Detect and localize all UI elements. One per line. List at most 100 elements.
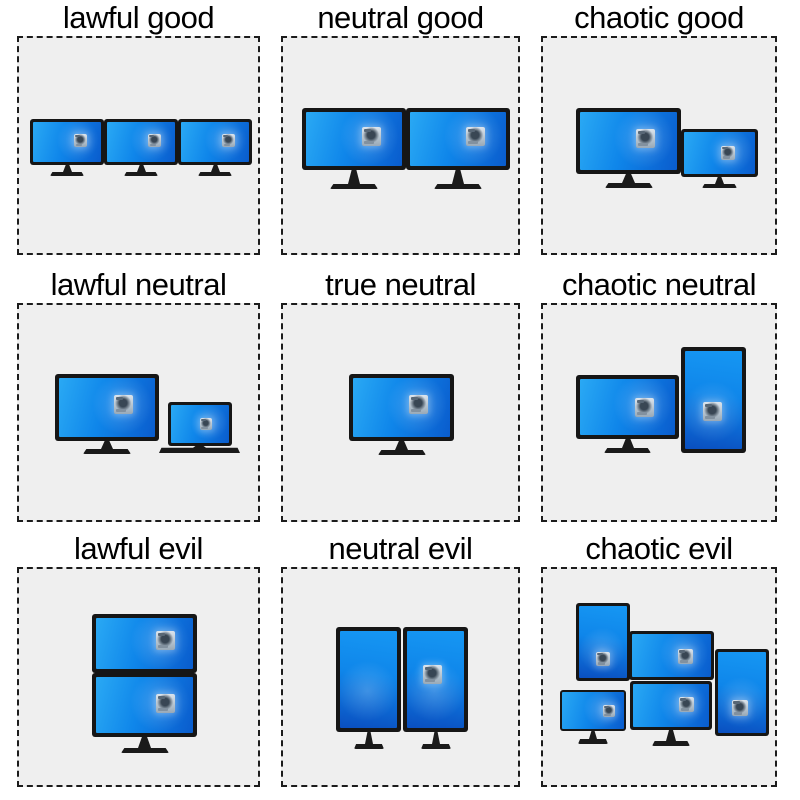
alignment-cell-neutral-good: neutral good (281, 0, 520, 255)
monitor-stand-neck (589, 731, 597, 739)
monitor-laptop (168, 402, 232, 446)
monitor-screen (718, 652, 766, 733)
alignment-cell-chaotic-neutral: chaotic neutral (541, 267, 777, 522)
monitor-screen (632, 634, 711, 677)
monitor-screen (33, 122, 101, 162)
monitor-landscape (349, 374, 454, 441)
monitor-screen (181, 122, 249, 162)
monitor-stand-neck (63, 165, 72, 172)
monitor-screen (59, 378, 155, 437)
monitor-screen (580, 379, 675, 435)
alignment-label: lawful evil (74, 531, 203, 566)
monitor-screen (685, 351, 742, 449)
monitor-stand-base (198, 172, 232, 176)
monitor-stand-base (605, 183, 653, 188)
monitor-screen (107, 122, 175, 162)
laptop-base (159, 446, 240, 453)
alignment-cell-chaotic-evil: chaotic evil (541, 531, 777, 787)
monitor-portrait (715, 649, 769, 736)
monitor-stand-neck (622, 439, 634, 448)
wallpaper-face-icon (678, 649, 693, 664)
monitor-stand-base (604, 448, 651, 453)
wallpaper-face-icon (74, 134, 87, 147)
monitor-landscape (92, 614, 197, 673)
alignment-label: true neutral (325, 267, 476, 302)
monitor-stand-base (421, 744, 451, 749)
monitor-landscape (576, 108, 681, 174)
monitor-stand-neck (452, 170, 464, 184)
alignment-label: lawful good (62, 0, 215, 35)
wallpaper-face-icon (148, 134, 161, 147)
monitor-screen (410, 112, 506, 166)
alignment-cell-lawful-evil: lawful evil (17, 531, 260, 787)
wallpaper-face-icon (200, 418, 212, 430)
alignment-label: lawful neutral (50, 267, 227, 302)
monitor-screen (684, 132, 755, 174)
wallpaper-face-icon (409, 395, 428, 414)
monitor-stand-base (378, 450, 426, 455)
monitor-stand-base (578, 739, 608, 744)
monitor-stand-neck (622, 174, 635, 183)
wallpaper-face-icon (362, 127, 381, 146)
monitor-stand-neck (348, 170, 360, 184)
monitor-landscape (560, 690, 626, 731)
monitor-stand-neck (365, 732, 373, 744)
monitor-landscape (104, 119, 178, 165)
monitor-screen (96, 618, 193, 669)
monitor-stand-neck (666, 730, 676, 741)
monitor-stand-neck (101, 441, 113, 449)
wallpaper-face-icon (703, 402, 722, 421)
monitor-stand-neck (138, 737, 151, 748)
wallpaper-face-icon (635, 398, 654, 417)
monitor-stand-base (330, 184, 378, 189)
monitor-landscape (92, 673, 197, 737)
monitor-stand-base (83, 449, 131, 454)
alignment-label: chaotic neutral (561, 267, 757, 302)
alignment-cell-chaotic-good: chaotic good (541, 0, 777, 255)
monitor-stand-base (50, 172, 84, 176)
alignment-cell-box (541, 36, 777, 255)
monitor-stand-base (434, 184, 482, 189)
wallpaper-face-icon (114, 395, 133, 414)
alignment-cell-box (17, 303, 260, 522)
monitor-stand-base (702, 184, 737, 188)
alignment-cell-box (281, 303, 520, 522)
monitor-portrait (576, 603, 630, 681)
monitor-landscape (629, 631, 714, 680)
monitor-landscape (55, 374, 159, 441)
wallpaper-face-icon (156, 631, 175, 650)
wallpaper-face-icon (636, 129, 655, 148)
monitor-landscape (576, 375, 679, 439)
monitor-landscape (30, 119, 104, 165)
monitor-landscape (406, 108, 510, 170)
monitor-landscape (302, 108, 406, 170)
alignment-label: chaotic good (574, 0, 744, 35)
alignment-cell-lawful-good: lawful good (17, 0, 260, 255)
wallpaper-face-icon (603, 705, 615, 717)
monitor-stand-neck (715, 177, 724, 184)
wallpaper-face-icon (156, 694, 175, 713)
monitor-screen (579, 606, 627, 678)
monitor-landscape (178, 119, 252, 165)
wallpaper-face-icon (596, 652, 610, 666)
monitor-stand-neck (432, 732, 440, 744)
alignment-cell-box (541, 567, 777, 787)
monitor-screen (633, 684, 709, 727)
wallpaper-face-icon (466, 127, 485, 146)
alignment-cell-box (541, 303, 777, 522)
alignment-label: chaotic evil (585, 531, 733, 566)
monitor-screen (580, 112, 677, 170)
monitor-screen (96, 677, 193, 733)
alignment-cell-box (17, 567, 260, 787)
alignment-cell-lawful-neutral: lawful neutral (17, 267, 260, 522)
wallpaper-face-icon (679, 697, 694, 712)
alignment-label: neutral evil (328, 531, 473, 566)
monitor-stand-neck (137, 165, 146, 172)
wallpaper-face-icon (423, 665, 442, 684)
alignment-cell-box (281, 567, 520, 787)
alignment-cell-box (17, 36, 260, 255)
alignment-cell-true-neutral: true neutral (281, 267, 520, 522)
monitor-stand-base (121, 748, 169, 753)
monitor-screen (306, 112, 402, 166)
monitor-screen (340, 631, 397, 728)
